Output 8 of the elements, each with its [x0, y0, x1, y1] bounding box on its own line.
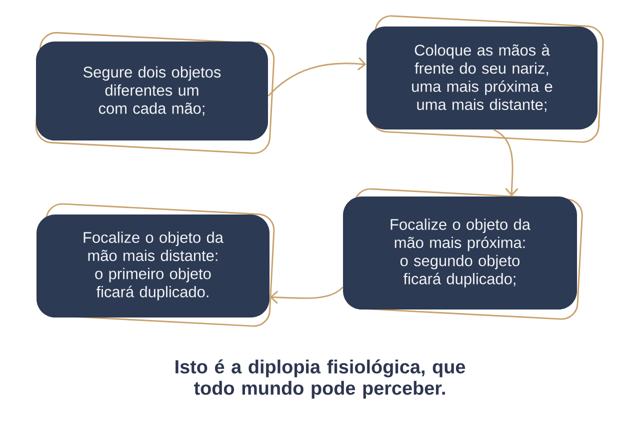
caption: Isto é a diplopia fisiológica, que todo mundo pode perceber.	[176, 359, 466, 399]
curved-arrow	[270, 286, 344, 304]
process-box: Focalize o objeto da mão mais próxima: o segundo objeto ficará duplicado;	[343, 188, 583, 320]
curved-arrow	[493, 129, 518, 196]
process-box: Focalize o objeto da mão mais distante: o primeiro objeto ficará duplicado.	[36, 203, 275, 327]
process-box: Segure dois objetos diferentes um com cada mão;	[35, 32, 275, 154]
curved-arrow	[268, 57, 366, 96]
process-box: Coloque as mãos à frente do seu nariz, uma mais próxima e uma mais distante;	[366, 15, 604, 143]
